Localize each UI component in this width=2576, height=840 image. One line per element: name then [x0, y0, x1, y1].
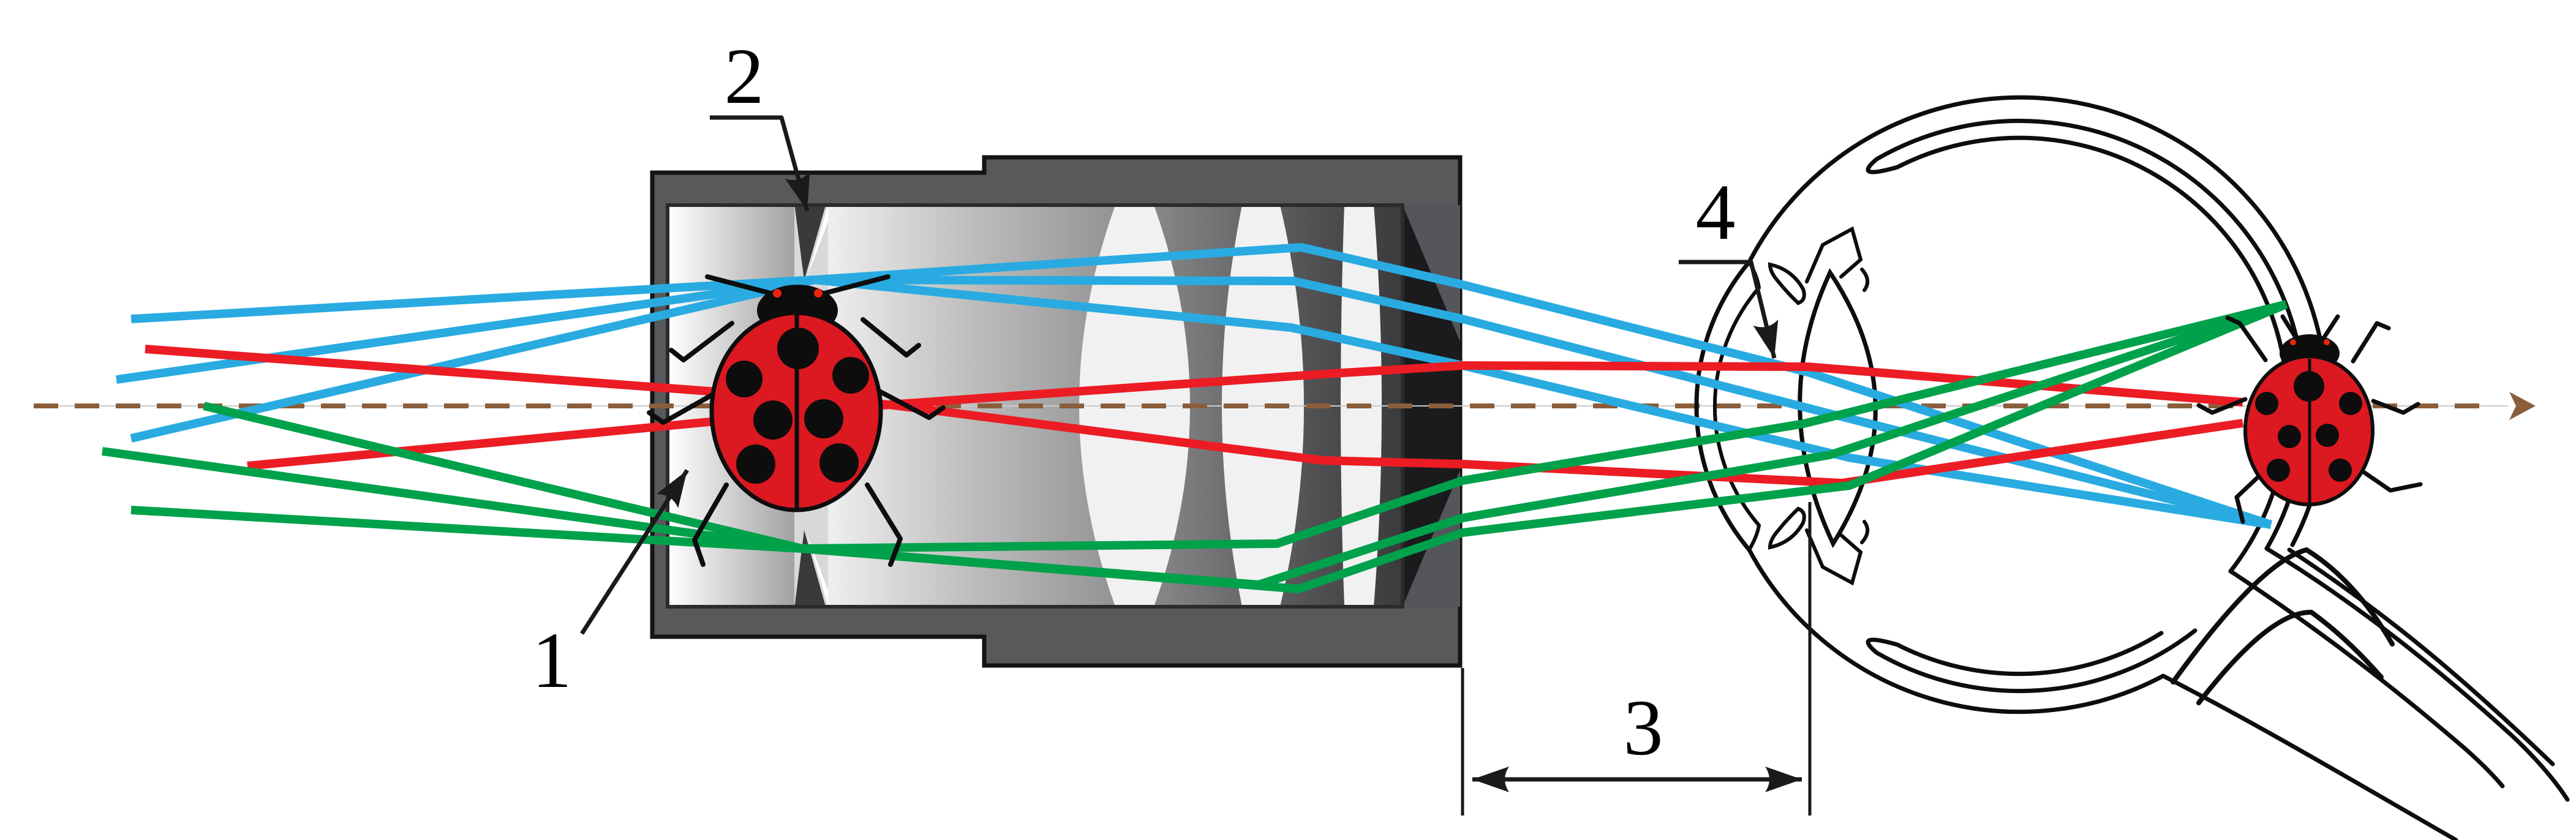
field-stop-white-notch-top	[807, 205, 828, 279]
label-exit-pupil: 4	[1696, 168, 1736, 257]
leg-icon	[2225, 315, 2268, 362]
ray-green-2	[130, 300, 2288, 589]
label-eye-relief: 3	[1624, 684, 1663, 772]
optic-nerve-wall-upper	[2287, 547, 2555, 767]
eye-sclera-lower	[1747, 547, 2166, 714]
ladybug-intermediate-image	[647, 274, 946, 567]
limbus-bottom	[1747, 523, 1761, 552]
iris-bottom	[1768, 506, 1806, 550]
ciliary-body-top	[1805, 226, 1863, 283]
ladybug-retinal-image	[2171, 314, 2423, 705]
eye-relief-dimension: 3	[1461, 502, 1812, 816]
cornea-inner	[1712, 286, 1761, 527]
antenna-icon	[819, 274, 891, 296]
ladybug2-spots	[2255, 371, 2362, 482]
ladybug1-eye	[773, 289, 781, 298]
leg-icon	[2371, 399, 2420, 415]
zonule-bottom	[1860, 520, 1870, 544]
antenna-icon	[705, 274, 775, 296]
label-1-leader-arrow	[580, 469, 689, 635]
ladybug2-antennae	[2280, 314, 2340, 339]
optic-nerve-fiber-2	[2228, 569, 2505, 789]
antenna-icon	[2280, 314, 2297, 339]
ladybug1-eye	[814, 289, 823, 298]
hind-leg-icon	[2196, 609, 2384, 705]
label-real-image: 1	[532, 617, 572, 705]
ciliary-body-bottom	[1805, 528, 1863, 586]
annotations: 2 1 4 3	[532, 32, 1812, 816]
cornea-outer	[1694, 260, 1752, 552]
leg-icon	[2234, 474, 2261, 524]
leg-icon	[2196, 397, 2248, 415]
iris-top	[1768, 262, 1806, 306]
optic-nerve-wall-lower	[2161, 673, 2458, 840]
label-2-leader-arrow	[710, 115, 810, 211]
leg-icon	[875, 388, 946, 420]
optical-axis	[34, 392, 2536, 420]
label-field-diaphragm: 2	[725, 32, 764, 121]
hind-leg-icon	[2171, 547, 2395, 684]
leg-icon	[861, 317, 921, 358]
ladybug2-eye	[2324, 339, 2330, 345]
optic-nerve	[2161, 546, 2570, 840]
human-eye	[1694, 95, 2570, 840]
eye-retina-lower	[1866, 628, 2198, 694]
leg-icon	[865, 482, 903, 567]
leg-icon	[692, 482, 729, 567]
leg-icon	[647, 391, 718, 425]
leg-icon	[669, 321, 734, 362]
zonule-top	[1860, 268, 1870, 292]
ray-green-1	[102, 300, 2288, 553]
ladybug1-spots	[726, 328, 869, 484]
antenna-icon	[2322, 314, 2340, 339]
crystalline-lens	[1798, 268, 1878, 549]
ladybug1-legs	[647, 317, 946, 567]
ladybug1-antennae	[705, 274, 891, 296]
eye-retina-upper	[1866, 119, 2307, 574]
axis-arrow-icon	[2509, 392, 2536, 420]
leg-icon	[2351, 321, 2391, 364]
ladybug2-eye	[2290, 339, 2296, 345]
ladybug2-legs	[2171, 315, 2423, 705]
optic-nerve-fiber-1	[2264, 546, 2570, 802]
leg-icon	[2357, 467, 2423, 493]
label-4-leader-arrow	[1679, 260, 1779, 359]
field-stop-blade-top	[794, 203, 826, 280]
ray-blue-1	[130, 243, 2273, 529]
